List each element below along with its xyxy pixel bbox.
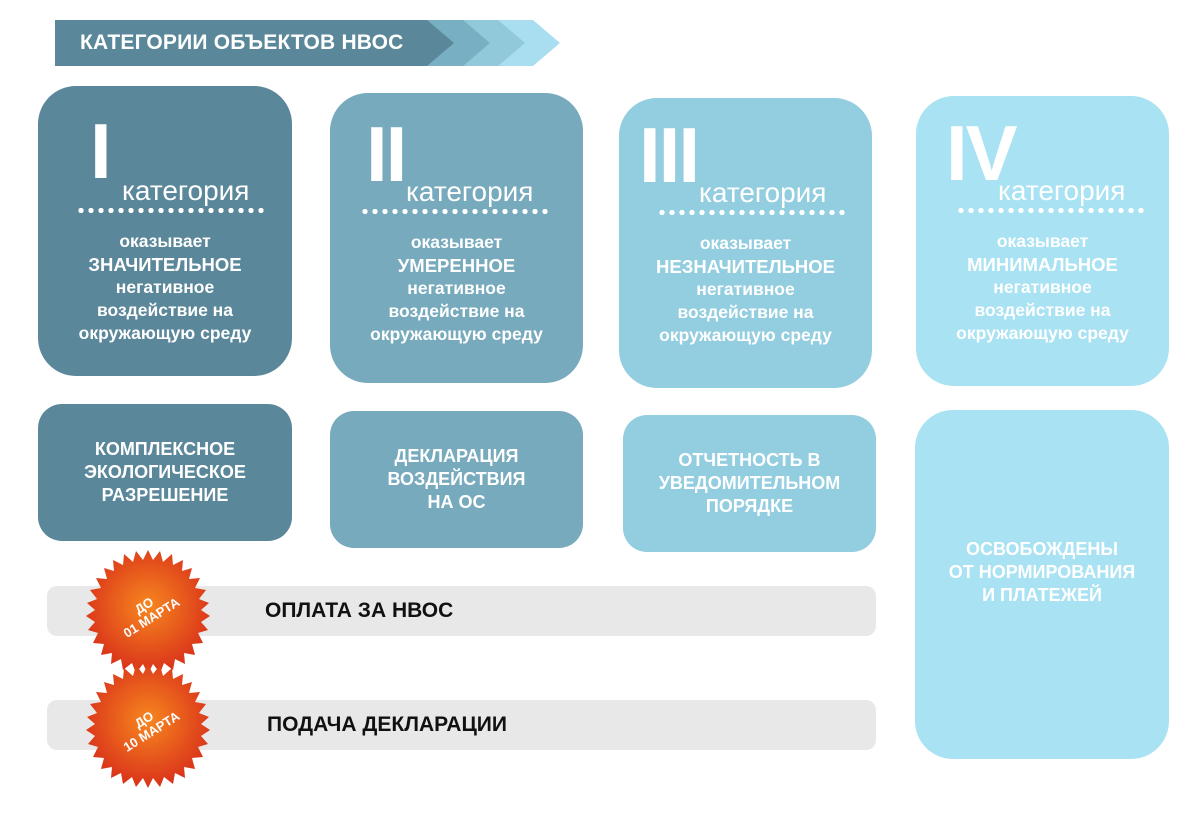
category-desc-line: негативное bbox=[115, 277, 215, 297]
dotted-divider bbox=[956, 208, 1146, 213]
dotted-divider bbox=[360, 209, 550, 214]
category-desc-line: оказывает bbox=[119, 231, 211, 251]
category-desc-line: негативное bbox=[696, 279, 795, 299]
document-line: ЭКОЛОГИЧЕСКОЕ bbox=[84, 462, 246, 482]
category-desc-line: воздействие на bbox=[388, 301, 525, 321]
document-line: РАЗРЕШЕНИЕ bbox=[101, 485, 229, 505]
category-impact-level: УМЕРЕННОЕ bbox=[397, 255, 516, 276]
dotted-divider bbox=[76, 208, 266, 213]
document-box-2: ДЕКЛАРАЦИЯ ВОЗДЕЙСТВИЯ НА ОС bbox=[330, 411, 583, 548]
deadline-badge-1: ДО 01 МАРТА bbox=[84, 548, 212, 676]
starburst-icon bbox=[86, 664, 210, 788]
page-title: КАТЕГОРИИ ОБЪЕКТОВ НВОС bbox=[80, 31, 404, 54]
category-numeral: III bbox=[639, 111, 700, 199]
document-line: ОСВОБОЖДЕНЫ bbox=[966, 539, 1118, 559]
dotted-divider bbox=[657, 210, 847, 215]
category-desc-line: окружающую среду bbox=[659, 325, 832, 345]
category-desc-line: оказывает bbox=[410, 232, 503, 252]
category-impact-level: МИНИМАЛЬНОЕ bbox=[967, 254, 1118, 275]
chevron-arrows-icon bbox=[55, 20, 560, 66]
header-banner: КАТЕГОРИИ ОБЪЕКТОВ НВОС bbox=[55, 20, 560, 66]
category-desc-line: негативное bbox=[407, 278, 506, 298]
document-box-4: ОСВОБОЖДЕНЫ ОТ НОРМИРОВАНИЯ И ПЛАТЕЖЕЙ bbox=[915, 410, 1169, 759]
category-word: категория bbox=[122, 175, 250, 206]
deadline-label: ПОДАЧА ДЕКЛАРАЦИИ bbox=[267, 713, 507, 736]
category-numeral: II bbox=[366, 110, 407, 198]
category-desc-line: оказывает bbox=[996, 231, 1089, 251]
category-card-4: IV категория оказывает МИНИМАЛЬНОЕ негат… bbox=[916, 96, 1169, 386]
category-impact-level: ЗНАЧИТЕЛЬНОЕ bbox=[88, 254, 242, 275]
deadline-badge-2: ДО 10 МАРТА bbox=[84, 662, 212, 790]
document-box-1: КОМПЛЕКСНОЕ ЭКОЛОГИЧЕСКОЕ РАЗРЕШЕНИЕ bbox=[38, 404, 292, 541]
document-line: И ПЛАТЕЖЕЙ bbox=[982, 585, 1102, 605]
document-line: ОТ НОРМИРОВАНИЯ bbox=[948, 562, 1136, 582]
category-desc-line: окружающую среду bbox=[78, 323, 252, 343]
category-desc-line: окружающую среду bbox=[956, 323, 1129, 343]
category-desc-line: негативное bbox=[993, 277, 1092, 297]
document-line: ОТЧЕТНОСТЬ В bbox=[678, 450, 821, 470]
document-line: УВЕДОМИТЕЛЬНОМ bbox=[658, 473, 841, 493]
category-card-3: III категория оказывает НЕЗНАЧИТЕЛЬНОЕ н… bbox=[619, 98, 872, 388]
document-line: ВОЗДЕЙСТВИЯ bbox=[387, 469, 526, 489]
category-impact-level: НЕЗНАЧИТЕЛЬНОЕ bbox=[656, 256, 835, 277]
document-line: ПОРЯДКЕ bbox=[705, 496, 794, 516]
category-card-2: II категория оказывает УМЕРЕННОЕ негатив… bbox=[330, 93, 583, 383]
category-numeral: I bbox=[90, 107, 112, 195]
document-line: КОМПЛЕКСНОЕ bbox=[94, 439, 236, 459]
starburst-icon bbox=[86, 550, 210, 674]
category-word: категория bbox=[406, 176, 534, 207]
category-desc-line: окружающую среду bbox=[370, 324, 543, 344]
document-box-3: ОТЧЕТНОСТЬ В УВЕДОМИТЕЛЬНОМ ПОРЯДКЕ bbox=[623, 415, 876, 552]
category-numeral: IV bbox=[946, 109, 1018, 197]
category-word: категория bbox=[998, 175, 1126, 206]
category-card-1: I категория оказывает ЗНАЧИТЕЛЬНОЕ негат… bbox=[38, 86, 292, 376]
document-line: НА ОС bbox=[427, 492, 486, 512]
category-desc-line: воздействие на bbox=[96, 300, 233, 320]
document-line: ДЕКЛАРАЦИЯ bbox=[394, 446, 519, 466]
category-desc-line: воздействие на bbox=[974, 300, 1111, 320]
deadline-label: ОПЛАТА ЗА НВОС bbox=[265, 599, 454, 622]
category-desc-line: воздействие на bbox=[677, 302, 814, 322]
category-desc-line: оказывает bbox=[699, 233, 792, 253]
category-word: категория bbox=[699, 177, 827, 208]
